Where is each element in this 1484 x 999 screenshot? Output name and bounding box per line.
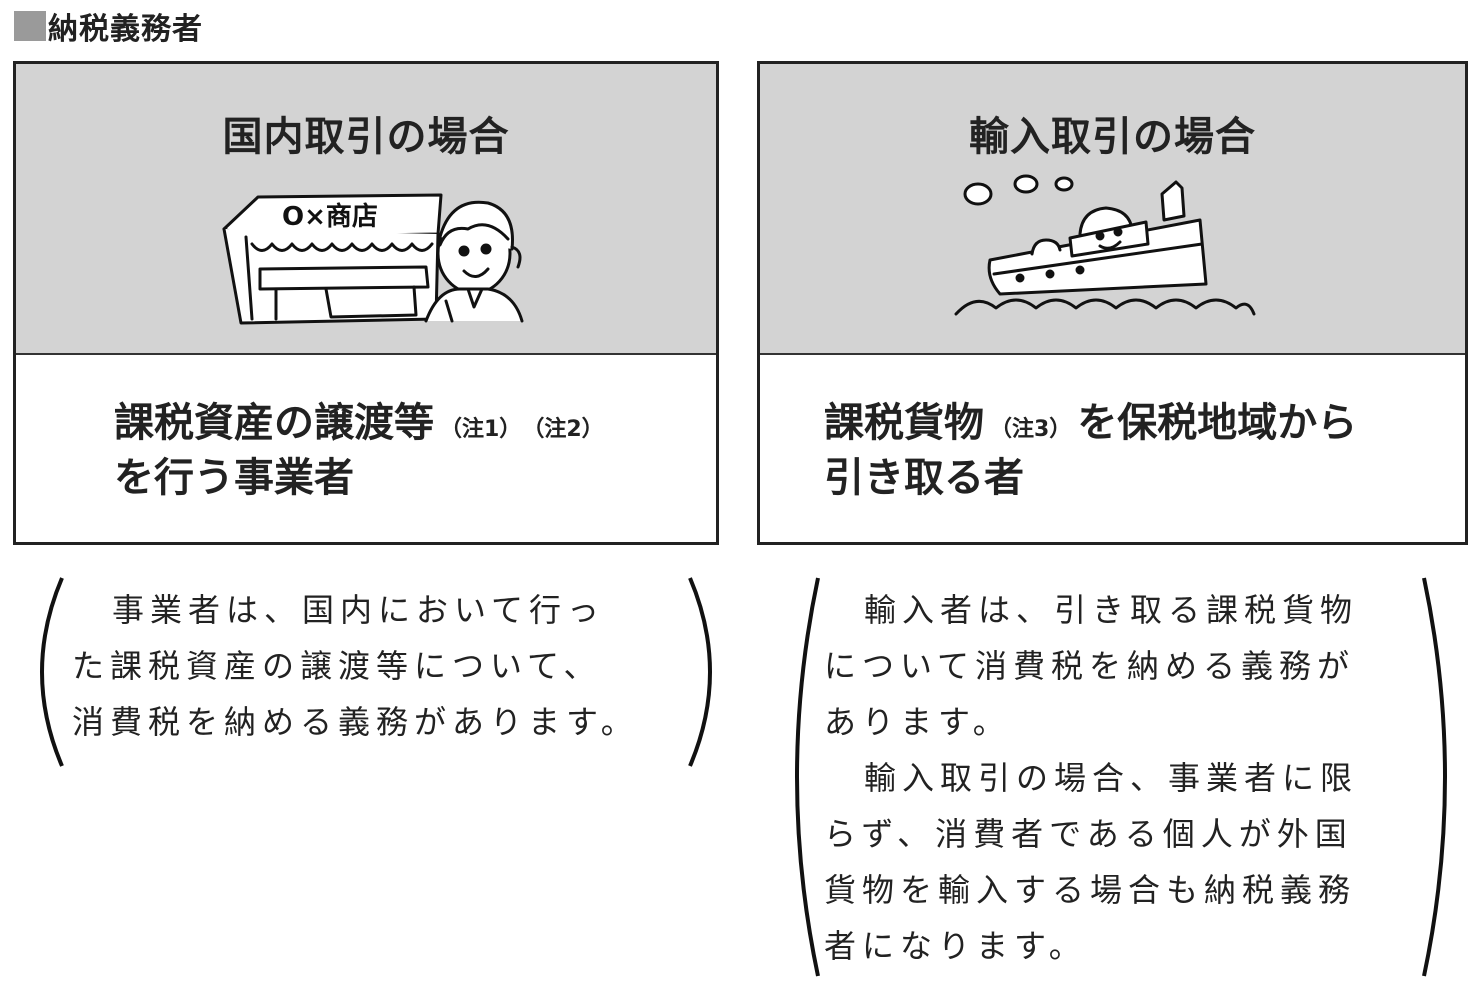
- import-explanation-p1-line1: 輸入者は、引き取る課税貨物: [864, 591, 1359, 629]
- import-subject-part1: 課税貨物: [824, 400, 984, 446]
- left-open-paren: [40, 577, 64, 767]
- domestic-explanation-line1: 事業者は、国内において行っ: [112, 591, 606, 629]
- import-explanation-p2-line4: 者になります。: [824, 927, 1087, 965]
- import-explanation: 輸入者は、引き取る課税貨物 について消費税を納める義務が あります。 輸入取引の…: [824, 582, 1358, 974]
- import-subject: 課税貨物（注3）を保税地域から 引き取る者: [824, 399, 1357, 502]
- import-card-header: 輸入取引の場合: [760, 64, 1465, 355]
- import-explanation-p2-line1: 輸入取引の場合、事業者に限: [864, 759, 1359, 797]
- import-note3: （注3）: [990, 417, 1072, 442]
- import-subject-part2: を保税地域から: [1077, 400, 1358, 446]
- shop-keeper-illustration: O×商店: [222, 193, 524, 325]
- domestic-explanation-line2: た課税資産の譲渡等について、: [72, 647, 602, 685]
- import-explanation-p2-line2: らず、消費者である個人が外国: [824, 815, 1353, 853]
- import-explanation-block: 輸入者は、引き取る課税貨物 について消費税を納める義務が あります。 輸入取引の…: [776, 572, 1474, 982]
- right-open-paren: [795, 577, 820, 977]
- domestic-explanation-block: 事業者は、国内において行っ た課税資産の譲渡等について、 消費税を納める義務があ…: [20, 572, 732, 772]
- domestic-card-header: 国内取引の場合: [16, 64, 716, 355]
- import-card: 輸入取引の場合: [757, 61, 1468, 545]
- section-title: 納税義務者: [14, 6, 203, 47]
- domestic-heading: 国内取引の場合: [222, 114, 510, 160]
- domestic-subject: 課税資産の譲渡等（注1） （注2） を行う事業者: [114, 399, 610, 502]
- ship-illustration: [954, 174, 1256, 316]
- import-explanation-p1-line2: について消費税を納める義務が: [824, 647, 1356, 685]
- domestic-note1: （注1）: [440, 417, 522, 442]
- import-heading: 輸入取引の場合: [969, 114, 1256, 160]
- import-subject-line2: 引き取る者: [824, 455, 1024, 501]
- domestic-subject-line2: を行う事業者: [114, 455, 354, 501]
- section-marker: [14, 11, 46, 41]
- domestic-card: 国内取引の場合: [13, 61, 719, 545]
- right-close-paren: [1422, 577, 1447, 977]
- left-close-paren: [688, 577, 712, 767]
- domestic-explanation-line3: 消費税を納める義務があります。: [72, 703, 639, 741]
- shop-sign-text: O×商店: [282, 201, 378, 232]
- domestic-note2: （注2）: [533, 417, 604, 442]
- import-explanation-p2-line3: 貨物を輸入する場合も納税義務: [824, 871, 1357, 909]
- section-title-text: 納税義務者: [48, 12, 203, 47]
- import-explanation-p1-line3: あります。: [824, 703, 1011, 741]
- domestic-explanation: 事業者は、国内において行っ た課税資産の譲渡等について、 消費税を納める義務があ…: [72, 582, 639, 750]
- domestic-subject-line1: 課税資産の譲渡等: [114, 400, 434, 446]
